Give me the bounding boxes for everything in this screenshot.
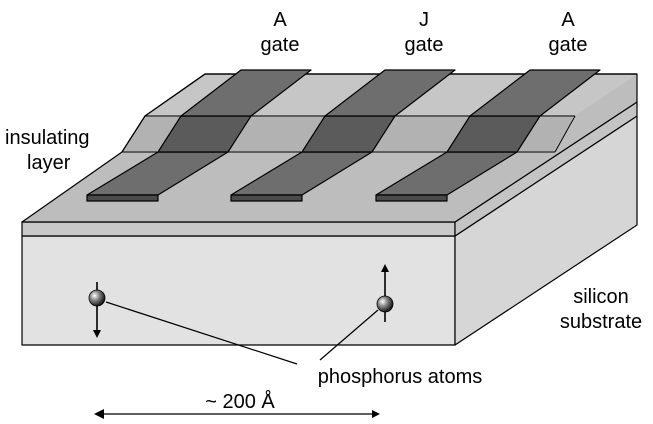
gate-middle-word: gate [405, 34, 444, 56]
gate-left [86, 69, 312, 202]
gate-middle-bottom-plate-edge [230, 194, 303, 202]
gate-middle [230, 69, 456, 202]
gate-right-word: gate [549, 34, 588, 56]
insulating-label-line1: insulating [5, 127, 90, 149]
phosphorus-atom-right [376, 295, 394, 313]
scale-label: ~ 200 Å [205, 390, 275, 413]
gate-right [375, 69, 601, 202]
gate-right-letter: A [561, 9, 575, 31]
scale-arrow-left-head [94, 409, 104, 419]
gate-right-bottom-plate-edge [375, 194, 448, 202]
silicon-label-line1: silicon [573, 286, 629, 308]
gate-right-top-plate [469, 69, 601, 117]
insulating-label-line2: layer [27, 152, 71, 174]
gate-left-bottom-plate-edge [86, 194, 159, 202]
insulator-front-edge [21, 221, 456, 237]
ridge-right-slope [554, 115, 576, 153]
gate-left-letter: A [273, 9, 287, 31]
phosphorus-atoms-label: phosphorus atoms [318, 366, 483, 388]
gate-left-word: gate [261, 34, 300, 56]
substrate-front-face [21, 235, 456, 346]
leader-line-left [105, 301, 298, 365]
silicon-label-line2: substrate [560, 311, 642, 333]
gate-middle-top-plate [324, 69, 456, 117]
gate-middle-letter: J [419, 9, 429, 31]
leader-line-right [319, 309, 379, 361]
gate-left-top-plate [180, 69, 312, 117]
phosphorus-atom-left [88, 289, 106, 307]
